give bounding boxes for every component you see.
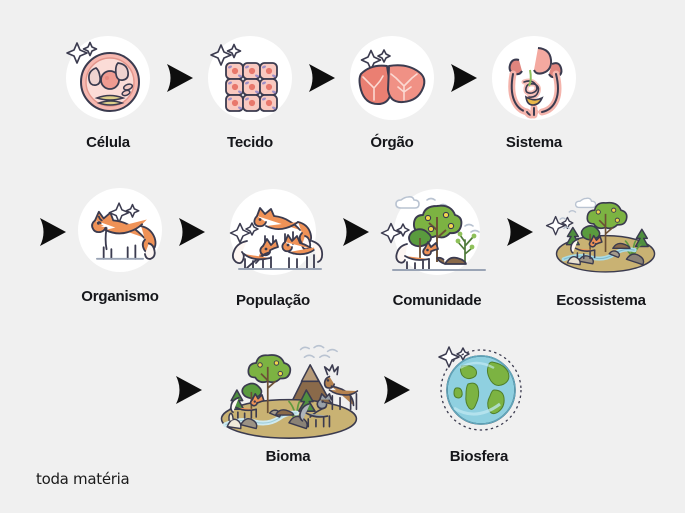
level-node-organismo[interactable]: Organismo xyxy=(72,182,168,305)
levels-row-2: Organismo xyxy=(32,182,660,309)
arrow-right-dart-icon xyxy=(40,218,66,246)
flow-arrow xyxy=(496,182,542,282)
flow-arrow-lead xyxy=(32,182,72,282)
community-art xyxy=(378,182,496,282)
level-node-biosfera[interactable]: Biosfera xyxy=(424,338,534,465)
flow-arrow xyxy=(368,338,424,442)
arrow-right-dart-icon xyxy=(384,376,410,404)
level-label: Sistema xyxy=(505,134,563,151)
flow-arrow xyxy=(440,30,486,126)
cell-art xyxy=(60,30,156,126)
tissue-art xyxy=(202,30,298,126)
cell-icon xyxy=(66,41,140,112)
arrow-right-dart-icon xyxy=(507,218,533,246)
fox-icon xyxy=(91,202,157,260)
flow-arrow xyxy=(168,182,214,282)
population-art xyxy=(214,182,332,282)
tissue-cells xyxy=(225,62,278,112)
level-node-sistema[interactable]: Sistema xyxy=(486,30,582,151)
organism-art xyxy=(72,182,168,278)
organ-liver-icon xyxy=(358,49,426,105)
brand-logo: toda matéria xyxy=(36,470,130,488)
biome-art xyxy=(208,338,368,442)
levels-row-1: Célula xyxy=(60,30,582,151)
arrow-right-dart-icon xyxy=(451,64,477,92)
ecosystem-icon xyxy=(545,197,656,273)
level-label: Ecossistema xyxy=(556,292,646,309)
level-node-orgao[interactable]: Órgão xyxy=(344,30,440,151)
community-icon xyxy=(380,196,486,271)
biome-icon xyxy=(220,344,359,439)
level-label: Célula xyxy=(86,134,130,151)
biosphere-earth-icon xyxy=(438,346,522,431)
arrow-right-dart-icon xyxy=(176,376,202,404)
arrow-right-dart-icon xyxy=(343,218,369,246)
arrow-right-dart-icon xyxy=(167,64,193,92)
fox-group-icon xyxy=(229,207,324,270)
level-label: População xyxy=(235,292,311,309)
biosphere-art xyxy=(424,338,534,442)
system-art xyxy=(486,30,582,126)
flow-arrow xyxy=(298,30,344,126)
flow-arrow xyxy=(332,182,378,282)
flow-arrow xyxy=(156,30,202,126)
level-label: Biosfera xyxy=(449,448,509,465)
level-node-ecossistema[interactable]: Ecossistema xyxy=(542,182,660,309)
levels-row-3: Bioma xyxy=(168,338,534,465)
arrow-right-dart-icon xyxy=(179,218,205,246)
level-node-populacao[interactable]: População xyxy=(214,182,332,309)
ecosystem-art xyxy=(542,182,660,282)
level-label: Comunidade xyxy=(392,292,482,309)
level-node-comunidade[interactable]: Comunidade xyxy=(378,182,496,309)
digestive-system-icon xyxy=(508,47,563,119)
level-label: Bioma xyxy=(265,448,311,465)
level-label: Órgão xyxy=(370,134,414,151)
flow-arrow-lead xyxy=(168,338,208,442)
level-node-tecido[interactable]: Tecido xyxy=(202,30,298,151)
tissue-icon xyxy=(210,43,278,112)
arrow-right-dart-icon xyxy=(309,64,335,92)
level-label: Organismo xyxy=(81,288,159,305)
level-label: Tecido xyxy=(226,134,274,151)
organ-art xyxy=(344,30,440,126)
level-node-celula[interactable]: Célula xyxy=(60,30,156,151)
level-node-bioma[interactable]: Bioma xyxy=(208,338,368,465)
